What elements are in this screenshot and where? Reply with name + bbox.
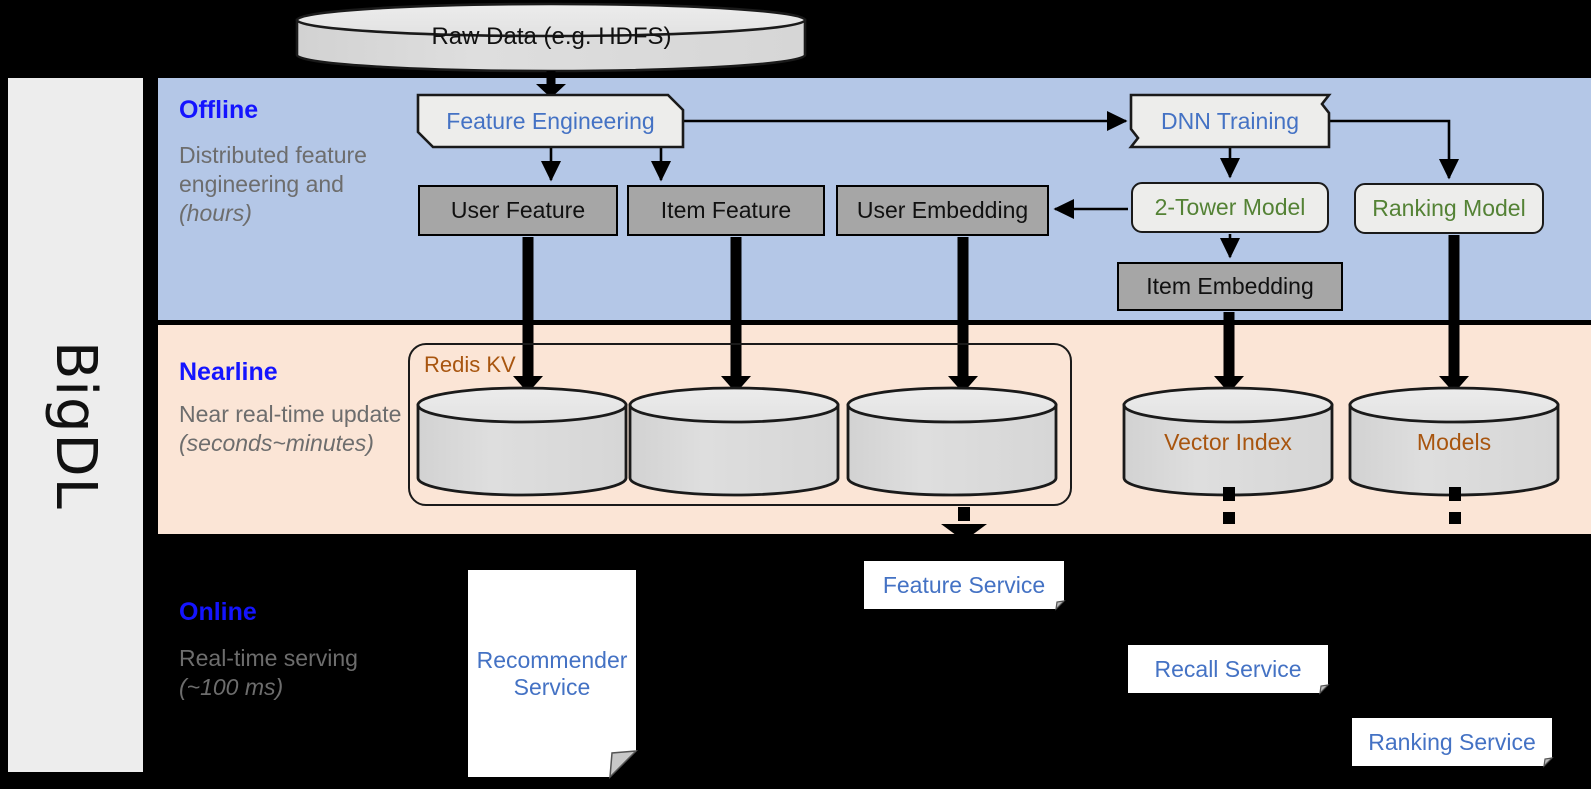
feature-service-label: Feature Service (882, 571, 1046, 598)
redis-cylinder-user-embedding (846, 386, 1058, 497)
item-feature-label: Item Feature (660, 197, 792, 224)
models-cylinder (1348, 386, 1560, 497)
recall-service-label: Recall Service (1154, 655, 1302, 682)
raw-data-label: Raw Data (e.g. HDFS) (431, 23, 672, 51)
band-subtitle-online-plain: Real-time serving (179, 645, 358, 671)
band-subtitle-offline-plain: Distributed feature engineering and (179, 142, 367, 197)
recall-service-sheet[interactable] (1128, 645, 1330, 695)
dnn-training-node[interactable]: DNN Training (1131, 95, 1329, 147)
band-subtitle-offline: Distributed feature engineering and (hou… (179, 141, 394, 228)
band-subtitle-online: Real-time serving (~100 ms) (179, 644, 409, 702)
item-embedding-label: Item Embedding (1146, 273, 1314, 300)
arrow-redis-to-feature-service (941, 507, 987, 541)
bigdl-label-text: BigDL (43, 340, 108, 510)
item-embedding-node[interactable]: Item Embedding (1117, 262, 1343, 311)
recommender-service-label-line2: Service (513, 673, 591, 700)
user-embedding-node[interactable]: User Embedding (836, 185, 1049, 236)
band-subtitle-online-italic: (~100 ms) (179, 673, 284, 700)
band-title-online: Online (179, 598, 257, 626)
pipe-user-embedding-to-store (948, 237, 978, 393)
redis-kv-group (408, 343, 1072, 506)
two-tower-model-node[interactable]: 2-Tower Model (1131, 182, 1329, 233)
band-title-offline: Offline (179, 96, 259, 124)
recommender-service-node[interactable]: Recommender Service (468, 570, 636, 777)
band-title-nearline: Nearline (179, 358, 278, 386)
bigdl-panel-label: BigDL (8, 78, 143, 772)
user-feature-label: User Feature (450, 197, 586, 224)
ranking-service-sheet[interactable] (1352, 718, 1554, 768)
feature-engineering-shape[interactable] (416, 93, 685, 149)
feature-service-node[interactable]: Feature Service (864, 561, 1064, 609)
band-subtitle-nearline: Near real-time update (seconds~minutes) (179, 400, 409, 458)
band-subtitle-offline-italic: (hours) (179, 199, 252, 226)
arrow-dnn-to-ranking-model (1330, 119, 1460, 180)
band-subtitle-nearline-italic: (seconds~minutes) (179, 429, 374, 456)
recommender-service-label-line1: Recommender (476, 647, 628, 674)
vector-index-cylinder (1122, 386, 1334, 497)
recommender-service-sheet[interactable] (468, 570, 638, 779)
pipe-ranking-model-to-models (1439, 235, 1469, 393)
models-label: Models (1416, 428, 1492, 455)
dnn-training-shape[interactable] (1128, 93, 1332, 149)
band-subtitle-nearline-plain: Near real-time update (179, 401, 402, 427)
feature-service-sheet[interactable] (864, 561, 1066, 611)
ranking-model-label: Ranking Model (1372, 195, 1526, 222)
feature-engineering-node[interactable]: Feature Engineering (418, 95, 683, 147)
arrow-vector-index-to-recall-service (1223, 487, 1235, 524)
feature-engineering-label: Feature Engineering (446, 107, 655, 134)
redis-cylinder-item-feature (628, 386, 840, 497)
pipe-item-embedding-to-vector-index (1214, 312, 1244, 393)
redis-kv-label: Redis KV (424, 352, 516, 377)
redis-cylinder-user-feature (416, 386, 628, 497)
dnn-training-label: DNN Training (1160, 107, 1300, 134)
ranking-model-node[interactable]: Ranking Model (1354, 183, 1544, 234)
recall-service-node[interactable]: Recall Service (1128, 645, 1328, 693)
item-feature-node[interactable]: Item Feature (627, 185, 825, 236)
raw-data-cylinder (295, 2, 807, 73)
bigdl-panel (8, 78, 143, 772)
pipe-user-feature-to-store (513, 237, 543, 393)
user-embedding-label: User Embedding (856, 197, 1029, 224)
ranking-service-node[interactable]: Ranking Service (1352, 718, 1552, 766)
pipe-item-feature-to-store (721, 237, 751, 393)
arrow-rawdata-to-feature-engineering (536, 71, 566, 98)
two-tower-model-label: 2-Tower Model (1154, 194, 1306, 221)
user-feature-node[interactable]: User Feature (418, 185, 618, 236)
ranking-service-label: Ranking Service (1368, 728, 1536, 755)
vector-index-label: Vector Index (1164, 428, 1292, 455)
arrow-models-to-ranking-service (1449, 487, 1461, 524)
